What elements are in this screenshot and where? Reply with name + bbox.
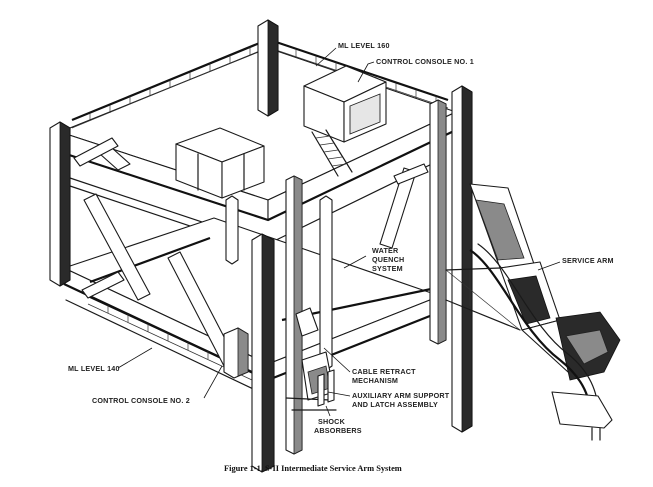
aux-arm-support-drawing	[285, 307, 337, 411]
label-ml-level-140: ML LEVEL 140	[68, 364, 120, 373]
corner-columns	[49, 19, 473, 473]
label-control-console-2: CONTROL CONSOLE NO. 2	[92, 396, 190, 405]
figure-caption: Figure 1-1. S-II Intermediate Service Ar…	[224, 464, 402, 473]
label-service-arm: SERVICE ARM	[562, 256, 614, 265]
label-cable-retract-line-1: CABLE RETRACT	[352, 367, 416, 376]
cross-bracing	[83, 147, 417, 367]
label-ml-level-160: ML LEVEL 160	[338, 41, 390, 50]
leader-lines	[117, 47, 561, 417]
label-aux-arm-line-1: AUXILIARY ARM SUPPORT	[352, 391, 450, 400]
label-water-quench-line-3: SYSTEM	[372, 264, 403, 273]
control-console-1-drawing	[303, 65, 387, 177]
label-shock-absorbers-line-1: SHOCK	[318, 417, 346, 426]
label-shock-absorbers-line-2: ABSORBERS	[314, 426, 362, 435]
deck-opening	[175, 127, 265, 199]
service-arm-drawing	[445, 183, 621, 441]
label-water-quench-line-1: WATER	[372, 246, 399, 255]
deck-pipes	[73, 137, 429, 299]
label-water-quench-line-2: QUENCH	[372, 255, 404, 264]
label-control-console-1: CONTROL CONSOLE NO. 1	[376, 57, 474, 66]
control-console-2-drawing	[223, 327, 249, 379]
label-aux-arm-line-2: AND LATCH ASSEMBLY	[352, 400, 438, 409]
label-cable-retract-line-2: MECHANISM	[352, 376, 398, 385]
callout-labels: ML LEVEL 160 CONTROL CONSOLE NO. 1 WATER…	[68, 41, 614, 435]
